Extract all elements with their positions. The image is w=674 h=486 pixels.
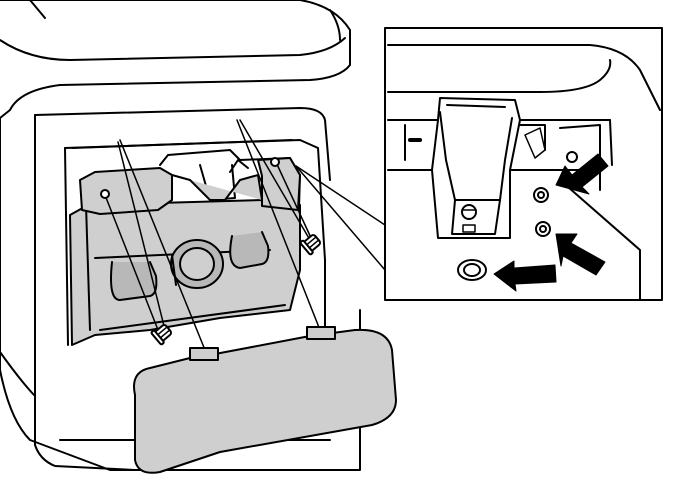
detail-inset [384,27,663,301]
cover-guide-right [236,119,321,331]
fastener-left [104,141,172,346]
console-cushion [0,0,351,119]
mounting-hole-icon [100,189,110,199]
screw-icon [299,234,321,256]
arrow-icon [555,233,606,276]
cover-plate [133,326,397,474]
guide-line-left-b [104,194,161,336]
guide-line-right-b [274,159,313,241]
mounting-hole-icon [270,157,280,167]
guide-line-left [117,141,166,331]
arrow-icon [493,260,557,292]
arrow-icon [555,153,609,195]
callout-wedge [295,165,386,271]
cover-guide-left [119,139,206,351]
screw-icon [150,324,172,346]
screw-icon [566,151,578,163]
fastener-right [239,119,321,256]
guide-line-right [239,119,311,241]
trim-panel [69,157,301,346]
